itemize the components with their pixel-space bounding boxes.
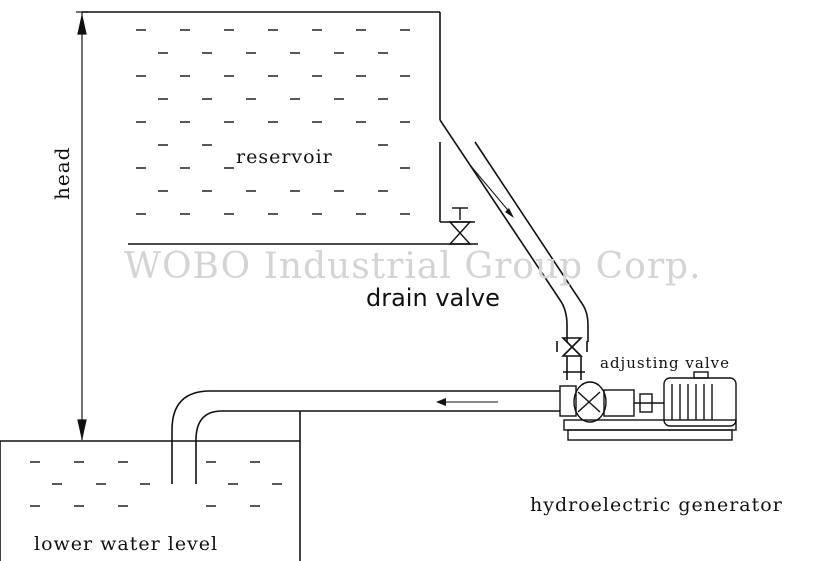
- adjusting-valve-symbol: [556, 337, 588, 380]
- drain-valve-label: drain valve: [366, 284, 500, 312]
- upper-water-hatch: [136, 29, 410, 215]
- watermark-text: WOBO Industrial Group Corp.: [124, 246, 702, 287]
- lower-pool: [0, 411, 301, 561]
- head-dimension: [76, 11, 88, 440]
- upper-reservoir: [82, 11, 478, 245]
- lower-water-hatch: [30, 461, 282, 507]
- generator-label: hydroelectric generator: [530, 494, 783, 516]
- drain-valve-symbol: [448, 207, 472, 245]
- reservoir-label: reservoir: [236, 146, 333, 168]
- generator-unit: [559, 371, 737, 441]
- outlet-pipe: [171, 390, 560, 484]
- lower-water-level-label: lower water level: [34, 533, 219, 555]
- penstock-pipe: [439, 119, 589, 342]
- head-label: head: [50, 146, 74, 200]
- adjusting-valve-label: adjusting valve: [600, 354, 730, 372]
